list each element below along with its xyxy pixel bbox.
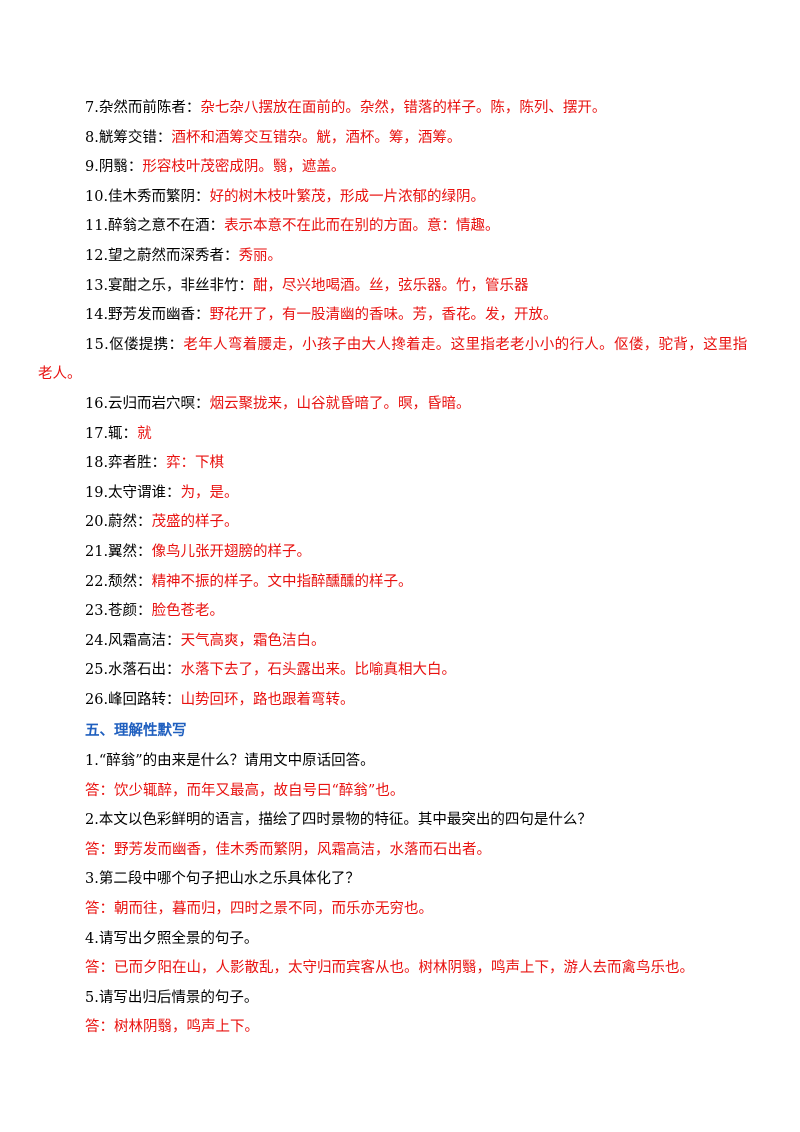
vocab-item-22: 22.颓然：精神不振的样子。文中指醉醺醺的样子。 <box>85 568 725 598</box>
vocab-item-12: 12.望之蔚然而深秀者：秀丽。 <box>85 242 725 272</box>
vocab-term: 9.阴翳： <box>85 159 143 176</box>
vocab-term: 12.望之蔚然而深秀者： <box>85 247 239 264</box>
vocab-term: 20.蔚然： <box>85 514 152 531</box>
answer-2: 答：野芳发而幽香，佳木秀而繁阴，风霜高洁，水落而石出者。 <box>85 841 491 858</box>
answer-1: 答：饮少辄醉，而年又最高，故自号曰“醉翁”也。 <box>85 782 405 799</box>
vocab-definition: 杂七杂八摆放在面前的。杂然，错落的样子。陈，陈列、摆开。 <box>200 100 607 116</box>
vocab-term: 11.醉翁之意不在酒： <box>85 218 225 235</box>
vocab-term: 22.颓然： <box>85 573 152 590</box>
vocab-definition: 为，是。 <box>180 484 239 501</box>
vocab-item-21: 21.翼然：像鸟儿张开翅膀的样子。 <box>85 538 725 568</box>
question-3: 3.第二段中哪个句子把山水之乐具体化了？ <box>85 871 360 888</box>
vocab-definition: 天气高爽，霜色洁白。 <box>180 632 326 649</box>
vocab-term: 18.弈者胜： <box>85 455 167 472</box>
vocab-item-23: 23.苍颜：脸色苍老。 <box>85 597 725 627</box>
vocab-term: 24.风霜高洁： <box>85 632 181 649</box>
vocab-definition: 酒杯和酒筹交互错杂。觥，酒杯。筹，酒筹。 <box>171 129 462 146</box>
vocab-item-8: 8.觥筹交错：酒杯和酒筹交互错杂。觥，酒杯。筹，酒筹。 <box>85 124 725 154</box>
vocab-item-15: 15.伛偻提携：老年人弯着腰走，小孩子由大人搀着走。这里指老老小小的行人。伛偻，… <box>85 331 747 361</box>
vocab-item-7: 7.杂然而前陈者：杂七杂八摆放在面前的。杂然，错落的样子。陈，陈列、摆开。 <box>85 94 725 124</box>
question-1: 1.“醉翁”的由来是什么？请用文中原话回答。 <box>85 753 375 770</box>
vocab-item-13: 13.宴酣之乐，非丝非竹：酣，尽兴地喝酒。丝，弦乐器。竹，管乐器 <box>85 272 725 302</box>
vocab-term: 14.野芳发而幽香： <box>85 307 210 324</box>
vocab-term: 15.伛偻提携： <box>85 336 184 353</box>
vocab-term: 16.云归而岩穴暝： <box>85 395 210 412</box>
document-content: 7.杂然而前陈者：杂七杂八摆放在面前的。杂然，错落的样子。陈，陈列、摆开。 8.… <box>38 94 747 1043</box>
vocab-item-18: 18.弈者胜：弈：下棋 <box>85 449 725 479</box>
vocab-definition: 脸色苍老。 <box>151 603 225 620</box>
vocab-definition: 老年人弯着腰走，小孩子由大人搀着走。这里指老老小小的行人。伛偻，驼背，这里指 <box>183 336 748 353</box>
vocab-item-14: 14.野芳发而幽香：野花开了，有一股清幽的香味。芳，香花。发，开放。 <box>85 301 725 331</box>
vocab-item-24: 24.风霜高洁：天气高爽，霜色洁白。 <box>85 627 725 657</box>
question-4: 4.请写出夕照全景的句子。 <box>85 930 259 947</box>
vocab-item-25: 25.水落石出：水落下去了，石头露出来。比喻真相大白。 <box>85 656 725 686</box>
vocab-term: 7.杂然而前陈者： <box>85 100 201 116</box>
vocab-item-10: 10.佳木秀而繁阴：好的树木枝叶繁茂，形成一片浓郁的绿阴。 <box>85 183 725 213</box>
vocab-definition: 水落下去了，石头露出来。比喻真相大白。 <box>180 662 457 679</box>
vocab-item-26: 26.峰回路转：山势回环，路也跟着弯转。 <box>85 686 725 716</box>
vocab-term: 23.苍颜： <box>85 603 152 620</box>
vocab-item-17: 17.辄：就 <box>85 420 725 450</box>
answer-5: 答：树林阴翳，鸣声上下。 <box>85 1019 259 1036</box>
vocab-definition: 茂盛的样子。 <box>151 514 239 531</box>
question-2: 2.本文以色彩鲜明的语言，描绘了四时景物的特征。其中最突出的四句是什么？ <box>85 812 592 829</box>
vocab-item-16: 16.云归而岩穴暝：烟云聚拢来，山谷就昏暗了。暝，昏暗。 <box>85 390 725 420</box>
vocab-definition: 像鸟儿张开翅膀的样子。 <box>151 543 312 560</box>
vocab-item-11: 11.醉翁之意不在酒：表示本意不在此而在别的方面。意：情趣。 <box>85 212 725 242</box>
vocab-definition: 形容枝叶茂密成阴。翳，遮盖。 <box>142 159 346 176</box>
vocab-term: 17.辄： <box>85 425 138 442</box>
vocab-definition-continuation: 老人。 <box>38 366 82 383</box>
vocab-term: 21.翼然： <box>85 543 152 560</box>
vocab-definition: 精神不振的样子。文中指醉醺醺的样子。 <box>151 573 413 590</box>
vocab-item-19: 19.太守谓谁：为，是。 <box>85 479 725 509</box>
vocab-item-15-continuation: 老人。 <box>38 360 725 390</box>
answer-3: 答：朝而往，暮而归，四时之景不同，而乐亦无穷也。 <box>85 901 433 918</box>
vocab-term: 25.水落石出： <box>85 662 181 679</box>
vocab-definition: 表示本意不在此而在别的方面。意：情趣。 <box>224 218 500 235</box>
question-5: 5.请写出归后情景的句子。 <box>85 989 259 1006</box>
vocab-definition: 烟云聚拢来，山谷就昏暗了。暝，昏暗。 <box>209 395 471 412</box>
vocab-definition: 秀丽。 <box>238 247 283 264</box>
vocab-definition: 野花开了，有一股清幽的香味。芳，香花。发，开放。 <box>209 307 558 324</box>
vocab-item-9: 9.阴翳：形容枝叶茂密成阴。翳，遮盖。 <box>85 153 725 183</box>
vocab-definition: 山势回环，路也跟着弯转。 <box>180 691 355 708</box>
answer-4: 答：已而夕阳在山，人影散乱，太守归而宾客从也。树林阴翳，鸣声上下，游人去而禽鸟乐… <box>85 960 694 977</box>
vocab-definition: 好的树木枝叶繁茂，形成一片浓郁的绿阴。 <box>209 188 486 205</box>
vocab-term: 8.觥筹交错： <box>85 129 172 146</box>
vocab-term: 13.宴酣之乐，非丝非竹： <box>85 277 254 294</box>
vocab-definition: 酣，尽兴地喝酒。丝，弦乐器。竹，管乐器 <box>253 277 529 294</box>
vocab-term: 10.佳木秀而繁阴： <box>85 188 210 205</box>
vocab-item-20: 20.蔚然：茂盛的样子。 <box>85 508 725 538</box>
vocab-definition: 就 <box>137 425 152 442</box>
vocab-definition: 弈：下棋 <box>166 455 225 472</box>
vocab-term: 26.峰回路转： <box>85 691 181 708</box>
vocab-term: 19.太守谓谁： <box>85 484 181 501</box>
section-heading: 五、理解性默写 <box>85 723 187 740</box>
